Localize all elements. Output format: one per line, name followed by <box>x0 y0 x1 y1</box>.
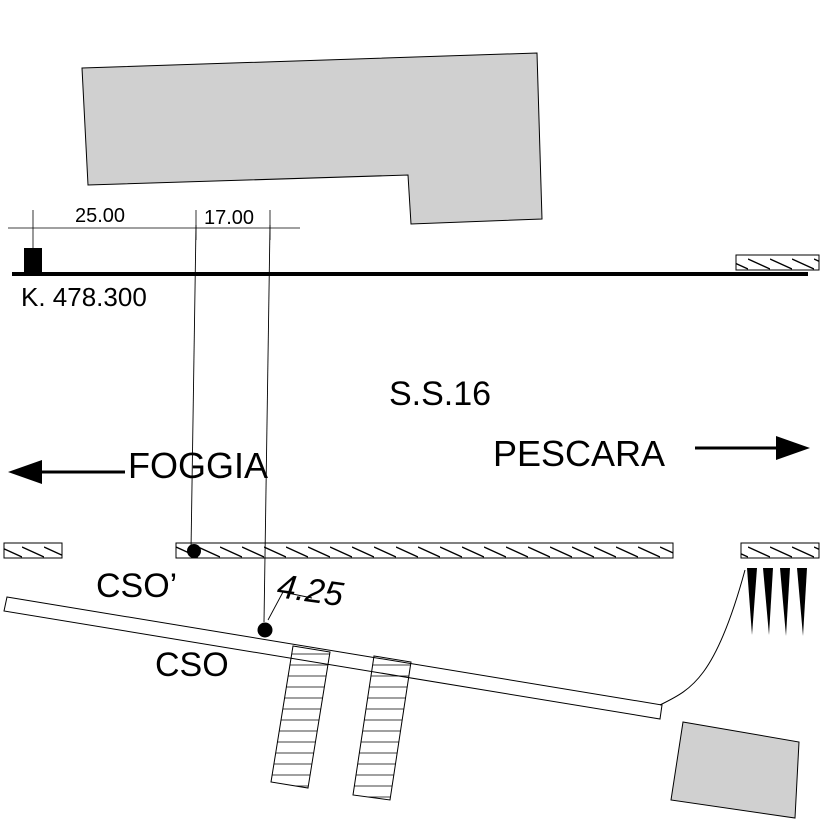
direction-foggia: FOGGIA <box>128 445 268 486</box>
ladder-left <box>270 645 331 789</box>
hatched-barrier-left <box>3 542 63 559</box>
ladder-right <box>352 655 412 801</box>
dimension-25: 25.00 <box>75 205 125 227</box>
projection-lines <box>190 224 271 623</box>
hatched-barrier-center <box>175 542 674 559</box>
dimension-line <box>8 210 300 250</box>
small-building <box>670 721 800 819</box>
secondary-road <box>3 596 663 720</box>
direction-pescara: PESCARA <box>493 433 665 474</box>
label-cso: CSO <box>155 646 229 684</box>
offset-dimension-label: 4.25 <box>275 567 346 614</box>
hatched-barrier-right <box>740 542 820 559</box>
km-marker-post <box>24 248 42 274</box>
point-cso <box>257 622 273 638</box>
offset-dimension-tick <box>277 590 313 599</box>
spike-markers <box>747 568 807 636</box>
km-marker-label: K. 478.300 <box>21 282 147 312</box>
hatched-barrier-top-right <box>735 254 820 271</box>
arrow-left-icon <box>8 460 125 484</box>
main-building <box>81 52 543 225</box>
dimension-17: 17.00 <box>204 207 254 229</box>
offset-dimension-line <box>267 591 284 621</box>
point-cso-prime <box>187 544 201 558</box>
road-name: S.S.16 <box>389 375 491 413</box>
label-cso-prime: CSO’ <box>96 567 177 605</box>
curved-connector <box>659 569 746 706</box>
arrow-right-icon <box>695 436 810 460</box>
